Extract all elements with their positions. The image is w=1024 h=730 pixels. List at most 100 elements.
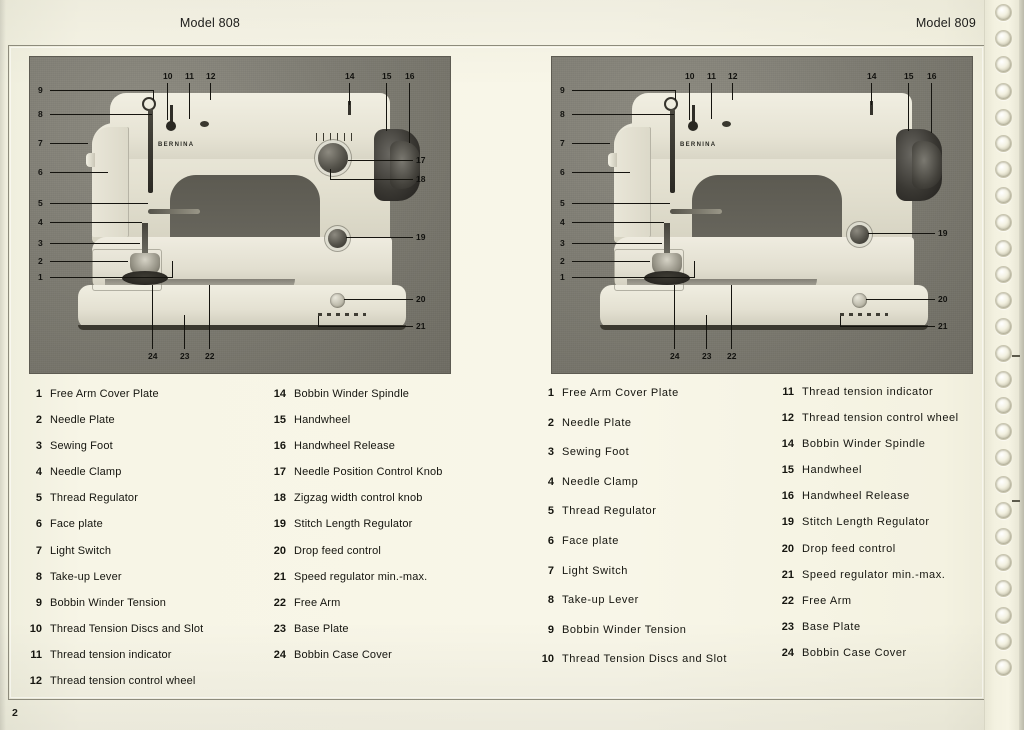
callout-leader-21 — [840, 316, 841, 327]
callout-4: 4 — [560, 217, 565, 227]
callout-line-2 — [572, 261, 650, 262]
callout-20: 20 — [416, 294, 426, 304]
binding-hole — [995, 187, 1012, 205]
callout-22: 22 — [205, 351, 215, 361]
binding-hole — [995, 632, 1012, 650]
legend-item-number: 3 — [35, 440, 42, 453]
binding-hole — [995, 161, 1012, 179]
zigzag-width-control-knob — [318, 143, 348, 173]
legend-item-label: Drop feed control — [294, 544, 381, 557]
callout-line-9 — [572, 90, 676, 91]
legend-item-number: 6 — [547, 534, 554, 547]
callout-line-6 — [572, 172, 630, 173]
bobbin-winder-spindle — [170, 105, 173, 127]
legend-item-label: Thread tension control wheel — [802, 412, 959, 425]
legend-item-number: 22 — [273, 596, 286, 609]
legend-item-number: 14 — [781, 438, 794, 451]
callout-leader-9 — [675, 90, 676, 100]
legend-item-number: 20 — [273, 544, 286, 557]
callout-line-6 — [50, 172, 108, 173]
drop-feed-control-knob — [330, 293, 345, 308]
legend-item-label: Thread Regulator — [562, 505, 657, 518]
legend-item-number: 19 — [781, 516, 794, 529]
binding-hole — [995, 292, 1012, 310]
base-plate — [600, 285, 928, 329]
bobbin-winder-tension — [688, 121, 698, 131]
callout-line-5 — [50, 203, 148, 204]
callout-21: 21 — [416, 321, 426, 331]
callout-line-18 — [330, 179, 413, 180]
sewing-foot — [652, 253, 682, 275]
binding-hole — [995, 475, 1012, 493]
callout-6: 6 — [38, 167, 43, 177]
legend-item-label: Bobbin Case Cover — [802, 646, 907, 659]
callout-line-21 — [318, 326, 413, 327]
callout-leader-10 — [689, 83, 690, 120]
legend-item-label: Bobbin Winder Tension — [50, 596, 167, 609]
legend-item-label: Sewing Foot — [562, 446, 630, 459]
callout-16: 16 — [405, 71, 415, 81]
legend-item-label: Needle Plate — [562, 416, 632, 429]
legend-item-label: Bobbin Winder Spindle — [294, 388, 410, 400]
callout-2: 2 — [560, 256, 565, 266]
legend-item-label: Light Switch — [562, 564, 628, 577]
legend-item-number: 24 — [781, 646, 794, 659]
sewing-machine-illustration-808: BERNINA — [30, 57, 450, 373]
speed-regulator-scale — [318, 313, 366, 316]
page-edge-mark — [1012, 355, 1020, 357]
callout-line-19 — [346, 237, 413, 238]
callout-leader-23 — [706, 315, 707, 349]
binding-hole — [995, 108, 1012, 126]
callout-18: 18 — [416, 174, 426, 184]
legend-item-number: 23 — [781, 620, 794, 633]
callout-leader-12 — [210, 83, 211, 100]
callout-line-7 — [50, 143, 88, 144]
legend-item-number: 19 — [273, 518, 286, 531]
header-model-809: Model 809 — [915, 16, 976, 30]
binding-hole — [995, 397, 1012, 414]
binding-hole — [995, 135, 1012, 152]
binding-hole — [995, 4, 1012, 21]
callout-line-4 — [50, 222, 142, 223]
callout-leader-15 — [908, 83, 909, 131]
callout-leader-1 — [172, 261, 173, 278]
binding-hole — [995, 449, 1012, 467]
callout-12: 12 — [728, 71, 738, 81]
machine-top-cover — [632, 93, 912, 159]
legend-item-label: Needle Plate — [50, 414, 115, 427]
callout-leader-11 — [189, 83, 190, 119]
legend-item-label: Needle Position Control Knob — [294, 466, 443, 479]
callout-4: 4 — [38, 217, 43, 227]
callout-leader-14 — [871, 83, 872, 105]
callout-17: 17 — [416, 155, 426, 165]
legend-item-number: 10 — [29, 622, 42, 635]
photo-model-808: BERNINA 9 8 7 6 5 4 3 2 1 10 11 — [30, 57, 450, 373]
legend-item-label: Handwheel — [294, 414, 351, 427]
callout-9: 9 — [38, 85, 43, 95]
bobbin-winder-spindle-right — [870, 101, 873, 115]
legend-item-label: Bobbin Case Cover — [294, 648, 392, 661]
spiral-binding-edge-shadow — [1019, 0, 1024, 730]
callout-14: 14 — [867, 71, 877, 81]
callout-line-4 — [572, 222, 664, 223]
presser-bar — [142, 223, 148, 257]
legend-item-label: Drop feed control — [802, 542, 896, 555]
face-plate — [614, 127, 651, 237]
callout-line-21 — [840, 326, 935, 327]
callout-15: 15 — [904, 71, 914, 81]
